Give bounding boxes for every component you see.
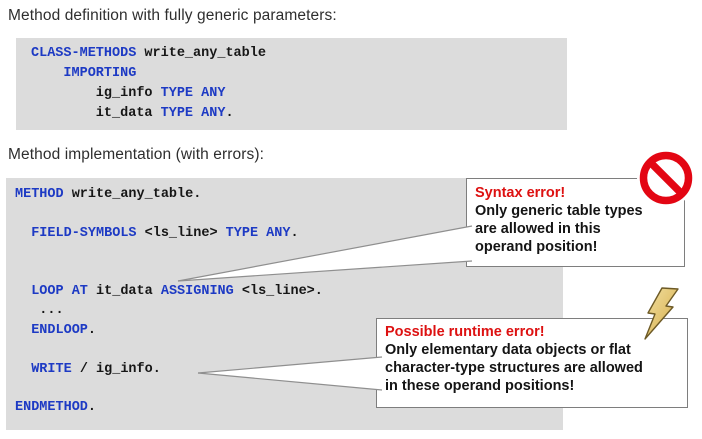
code-keyword: METHOD xyxy=(15,187,64,202)
code-line: ENDLOOP. xyxy=(15,321,563,340)
callout-syntax-error: Syntax error! Only generic table types a… xyxy=(466,178,685,267)
code-keyword: ENDLOOP xyxy=(31,322,88,338)
code-line: WRITE / ig_info. xyxy=(15,360,563,379)
code-text: ... xyxy=(15,303,64,319)
code-keyword: LOOP AT xyxy=(31,284,88,300)
callout-syntax-error-body: Only generic table types are allowed in … xyxy=(475,203,643,255)
code-keyword: ENDMETHOD xyxy=(15,400,88,416)
code-line: ENDMETHOD. xyxy=(15,398,563,417)
heading-method-implementation: Method implementation (with errors): xyxy=(8,146,264,163)
code-keyword: ASSIGNING xyxy=(160,284,234,300)
code-text: write_any_table xyxy=(136,46,266,61)
code-text: it_data xyxy=(31,106,161,121)
code-keyword: WRITE xyxy=(31,361,72,377)
callout-runtime-error-title: Possible runtime error! xyxy=(385,324,545,340)
code-text: . xyxy=(87,322,97,338)
code-text xyxy=(15,226,31,241)
code-keyword: FIELD-SYMBOLS xyxy=(31,225,137,241)
heading-method-definition: Method definition with fully generic par… xyxy=(8,7,337,24)
code-line: METHOD write_any_table. xyxy=(15,185,563,204)
code-line: IMPORTING xyxy=(31,64,567,84)
code-text: it_data xyxy=(87,284,161,300)
code-line: LOOP AT it_data ASSIGNING <ls_line>. xyxy=(15,282,563,301)
code-block-definition: CLASS-METHODS write_any_table IMPORTING … xyxy=(16,38,567,130)
code-text xyxy=(15,284,31,299)
code-line: ... xyxy=(15,301,563,320)
code-text: <ls_line> xyxy=(136,225,226,241)
code-text: / ig_info. xyxy=(71,361,161,377)
code-keyword: TYPE ANY xyxy=(225,225,291,241)
code-keyword: TYPE ANY xyxy=(160,106,226,121)
code-text: . xyxy=(225,106,234,121)
code-text: . xyxy=(290,225,299,241)
code-text: <ls_line>. xyxy=(233,284,323,300)
code-text xyxy=(15,362,31,377)
code-line: ig_info TYPE ANY xyxy=(31,84,567,104)
callout-runtime-error: Possible runtime error! Only elementary … xyxy=(376,318,688,408)
code-keyword: IMPORTING xyxy=(31,66,137,81)
code-line: CLASS-METHODS write_any_table xyxy=(31,44,567,64)
code-keyword: TYPE ANY xyxy=(160,86,226,101)
code-line: it_data TYPE ANY. xyxy=(31,104,567,124)
code-text: write_any_table. xyxy=(63,187,202,202)
code-text: . xyxy=(87,400,97,416)
callout-runtime-error-body: Only elementary data objects or flat cha… xyxy=(385,342,643,394)
code-text: ig_info xyxy=(31,86,161,101)
code-keyword: CLASS-METHODS xyxy=(31,46,137,61)
code-text xyxy=(15,323,31,338)
callout-syntax-error-title: Syntax error! xyxy=(475,185,566,201)
